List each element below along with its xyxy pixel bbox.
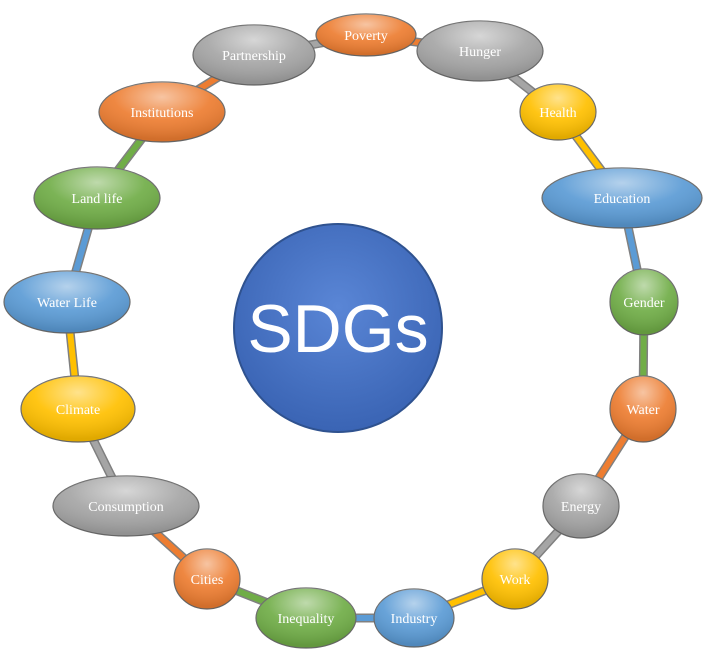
goal-node-education: Education [541,167,703,229]
goal-label: Cities [191,573,224,588]
goal-node-work: Work [481,548,549,610]
goal-label: Inequality [278,612,335,627]
goal-gloss [542,168,702,228]
goal-label: Water Life [37,296,97,311]
goal-gloss [520,84,596,140]
goal-nodes: PovertyHungerHealthEducationGenderWaterE… [3,13,703,649]
goal-gloss [610,376,676,442]
goal-gloss [99,82,225,142]
goal-node-water-life: Water Life [3,270,131,334]
goal-node-energy: Energy [542,473,620,539]
goal-label: Water [626,403,659,418]
goal-gloss [4,271,130,333]
center-label: SDGs [247,291,428,367]
goal-label: Health [539,106,576,121]
goal-node-industry: Industry [373,588,455,648]
goal-node-partnership: Partnership [192,24,316,86]
goal-label: Institutions [130,106,193,121]
goal-gloss [316,14,416,56]
goal-gloss [193,25,315,85]
goal-label: Consumption [88,500,163,515]
goal-label: Gender [623,296,665,311]
goal-node-poverty: Poverty [315,13,417,57]
goal-node-climate: Climate [20,375,136,443]
goal-node-consumption: Consumption [52,475,200,537]
goal-label: Hunger [459,45,501,60]
goal-node-cities: Cities [173,548,241,610]
goal-label: Energy [561,500,601,515]
goal-gloss [174,549,240,609]
goal-label: Climate [56,403,100,418]
goal-label: Poverty [344,29,388,44]
goal-gloss [610,269,678,335]
goal-gloss [374,589,454,647]
goal-gloss [417,21,543,81]
goal-label: Land life [72,192,123,207]
goal-gloss [53,476,199,536]
goal-gloss [34,167,160,229]
goal-node-inequality: Inequality [255,587,357,649]
goal-node-hunger: Hunger [416,20,544,82]
goal-node-water: Water [609,375,677,443]
goal-node-health: Health [519,83,597,141]
center-circle: SDGs [233,223,443,433]
goal-label: Education [594,192,651,207]
goal-node-institutions: Institutions [98,81,226,143]
goal-gloss [21,376,135,442]
goal-node-gender: Gender [609,268,679,336]
goal-label: Partnership [222,49,286,64]
goal-label: Industry [391,612,438,627]
goal-node-land-life: Land life [33,166,161,230]
goal-label: Work [500,573,531,588]
goal-gloss [256,588,356,648]
goal-gloss [543,474,619,538]
goal-gloss [482,549,548,609]
